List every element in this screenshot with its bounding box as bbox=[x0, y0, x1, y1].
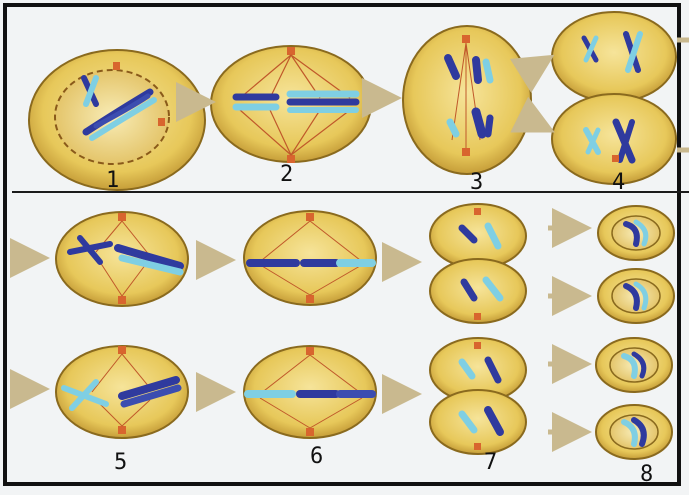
cell-5-lower bbox=[56, 346, 188, 438]
cell-3-anaphase bbox=[403, 26, 531, 174]
cell-2-metaphase bbox=[211, 46, 371, 163]
cell-8-gametes bbox=[596, 206, 674, 459]
stage-label-2: 2 bbox=[280, 164, 293, 186]
stage-label-8: 8 bbox=[640, 464, 653, 486]
stage-label-7: 7 bbox=[484, 452, 497, 474]
cell-4-telophase bbox=[552, 12, 676, 184]
stage-label-6: 6 bbox=[310, 446, 323, 468]
cell-7-upper bbox=[430, 204, 526, 323]
cell-6-upper bbox=[244, 211, 376, 305]
stage-label-5: 5 bbox=[114, 452, 127, 474]
stage-label-4: 4 bbox=[612, 172, 625, 194]
entry-arrows bbox=[14, 258, 40, 389]
cell-7-lower bbox=[430, 338, 526, 454]
stage-label-1: 1 bbox=[106, 170, 119, 192]
cell-5-upper bbox=[56, 212, 188, 306]
cell-6-lower bbox=[244, 346, 376, 438]
stage-label-3: 3 bbox=[470, 172, 483, 194]
